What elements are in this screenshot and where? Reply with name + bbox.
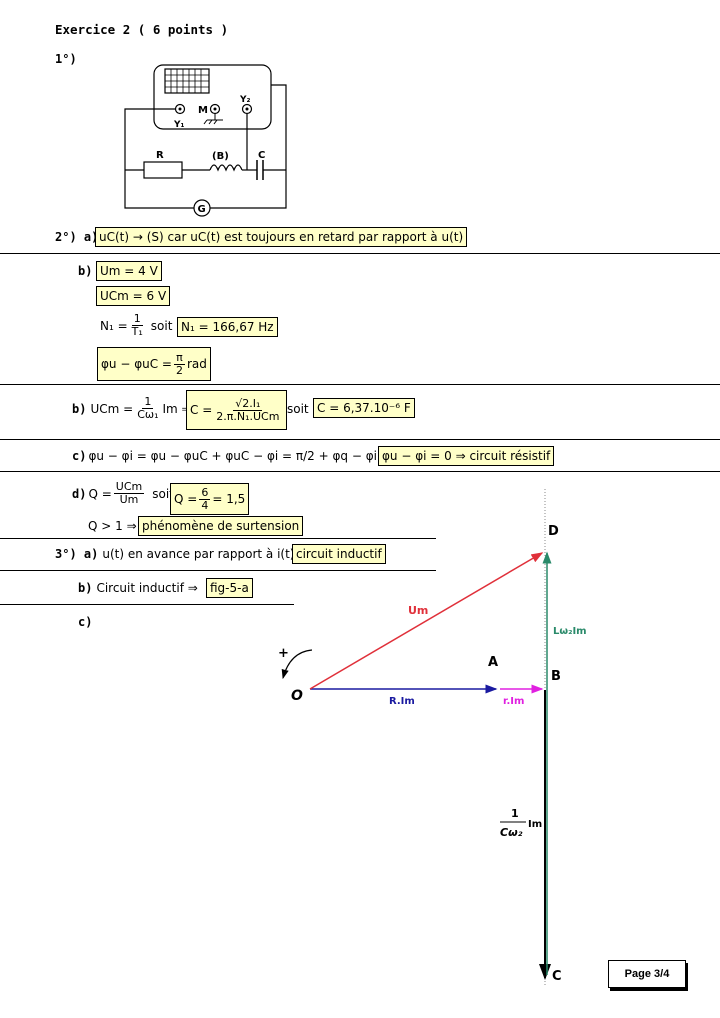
q2a-label: 2°) a) — [55, 230, 99, 244]
ground-terminal — [209, 103, 221, 115]
q3b-label: b) — [78, 581, 93, 595]
coil — [209, 164, 243, 172]
q-num: UCm — [113, 480, 145, 494]
c-omega-den: Cω₂ — [500, 826, 523, 839]
y1-terminal — [174, 103, 186, 115]
rotation-arrow — [281, 649, 313, 680]
phase-result: φu − φi = 0 ⇒ circuit résistif — [378, 446, 555, 466]
c-den: 2.π.N₁.UCm — [216, 409, 280, 423]
b-label: (B) — [212, 151, 229, 162]
y1-label: Y₁ — [173, 120, 185, 130]
divider — [0, 570, 436, 571]
q3b-result: fig-5-a — [206, 578, 253, 598]
phi-rad: rad — [186, 357, 207, 371]
point-d-label: D — [548, 524, 559, 539]
oscilloscope-body — [153, 64, 272, 130]
phi-pi: π — [174, 350, 185, 365]
q-result-den: 4 — [201, 498, 209, 512]
q2d-label: d) — [72, 486, 87, 501]
ucm-value: UCm = 6 V — [96, 286, 171, 306]
q3b-text: Circuit inductif ⇒ — [96, 581, 198, 595]
y2-label: Y₂ — [239, 95, 251, 105]
c-eq: C = — [190, 403, 213, 417]
im-impl: Im ⇒ — [162, 401, 192, 416]
um-value: Um = 4 V — [96, 261, 162, 281]
q-result-num: 6 — [199, 485, 211, 500]
divider — [0, 538, 436, 539]
q3a-result: circuit inductif — [292, 544, 386, 564]
divider — [0, 439, 720, 440]
q2c-label: c) — [72, 449, 87, 463]
circuit-diagram: M Y₁ Y₂ R (B) C G — [124, 64, 287, 217]
phi-left: φu − φuC = — [101, 357, 172, 371]
question-1-label: 1°) — [55, 52, 77, 66]
surtension-result: phénomène de surtension — [138, 516, 304, 536]
q2a-answer: uC(t) → (S) car uC(t) est toujours en re… — [95, 227, 468, 247]
q3a-label: 3°) a) — [55, 547, 99, 561]
g-label: G — [198, 204, 206, 215]
plus-sign: + — [278, 646, 289, 661]
divider — [0, 384, 720, 385]
r-label: R — [156, 150, 164, 161]
point-c-label: C — [552, 969, 562, 984]
ucm-eq: UCm = — [90, 401, 134, 416]
y2-terminal — [241, 103, 253, 115]
soit-text: soit — [287, 402, 309, 416]
c-num: √2.I₁ — [233, 396, 263, 411]
small-r-im-label: r.Im — [503, 696, 524, 707]
soit-text: soit — [150, 318, 173, 333]
r-im-label: R.Im — [389, 696, 415, 707]
n1-result: N₁ = 166,67 Hz — [177, 317, 278, 337]
c-omega-num: 1 — [511, 807, 519, 820]
divider — [0, 604, 294, 605]
c-im-label: Im — [528, 819, 542, 830]
phi-two: 2 — [175, 363, 183, 377]
m-label: M — [198, 105, 208, 116]
phase-eq: φu − φi = φu − φuC + φuC − φi = π/2 + φq… — [88, 449, 451, 463]
generator — [193, 199, 211, 217]
ucm-num: 1 — [142, 395, 154, 409]
exercise-title: Exercice 2 ( 6 points ) — [55, 22, 229, 37]
q-den: Um — [119, 493, 139, 506]
q3c-label: c) — [78, 615, 93, 629]
q-result-right: = 1,5 — [212, 492, 246, 506]
divider — [0, 253, 720, 254]
soit-text: soit — [152, 486, 174, 501]
point-b-label: B — [551, 669, 561, 684]
q2b2-label: b) — [72, 401, 87, 416]
n1-num: 1 — [131, 312, 143, 326]
q-result-left: Q = — [174, 492, 198, 506]
q-eq: Q = — [88, 486, 112, 501]
point-o-label: O — [291, 688, 303, 704]
n1-den: T₁ — [131, 325, 143, 338]
c-result: C = 6,37.10⁻⁶ F — [313, 398, 415, 418]
n1-prefix: N₁ = — [100, 318, 128, 333]
page-number: Page 3/4 — [608, 960, 686, 988]
um-vector — [309, 552, 544, 690]
ucm-den: Cω₁ — [137, 408, 159, 421]
q-gt-text: Q > 1 ⇒ — [88, 519, 137, 533]
q3a-text: u(t) en avance par rapport à i(t) ⇒ — [102, 547, 309, 561]
point-a-label: A — [488, 655, 498, 670]
um-label: Um — [408, 604, 428, 617]
q3a-line: 3°) a) u(t) en avance par rapport à i(t)… — [55, 547, 308, 561]
l-omega-label: Lω₂Im — [553, 626, 587, 637]
q2b-label: b) — [78, 264, 93, 278]
q3b-line: b) Circuit inductif ⇒ — [78, 581, 198, 595]
divider — [0, 471, 720, 472]
c-label: C — [258, 150, 265, 161]
